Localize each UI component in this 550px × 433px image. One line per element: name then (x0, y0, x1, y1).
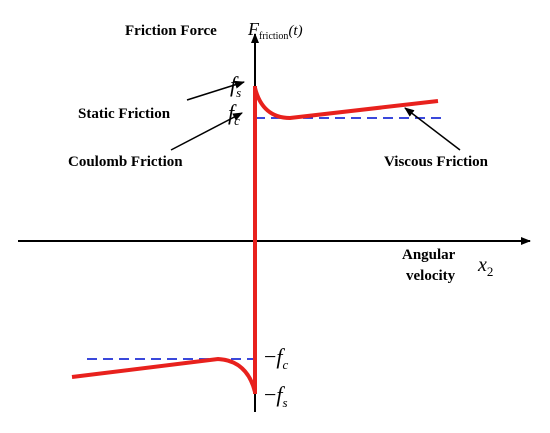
coulomb-friction-arrow (170, 112, 243, 151)
viscous-friction-label: Viscous Friction (384, 154, 489, 170)
x-axis-title-line1: Angular (402, 247, 456, 263)
fc-label: fc (228, 100, 240, 128)
static-friction-arrow (186, 80, 245, 101)
coulomb-friction-label: Coulomb Friction (68, 154, 183, 170)
neg-fs-label: −fs (264, 382, 288, 410)
friction-curve-negative (71, 356, 257, 393)
friction-curve-positive (253, 87, 439, 121)
fs-label: fs (230, 72, 241, 100)
x-axis-symbol: x2 (477, 254, 493, 279)
y-axis-title: Friction Force (125, 23, 217, 39)
viscous-friction-arrow (404, 107, 461, 151)
neg-fc-label: −fc (264, 344, 289, 372)
static-friction-label: Static Friction (78, 106, 171, 122)
y-axis-symbol: Ffriction(t) (247, 19, 303, 42)
x-axis-title-line2: velocity (406, 268, 456, 284)
